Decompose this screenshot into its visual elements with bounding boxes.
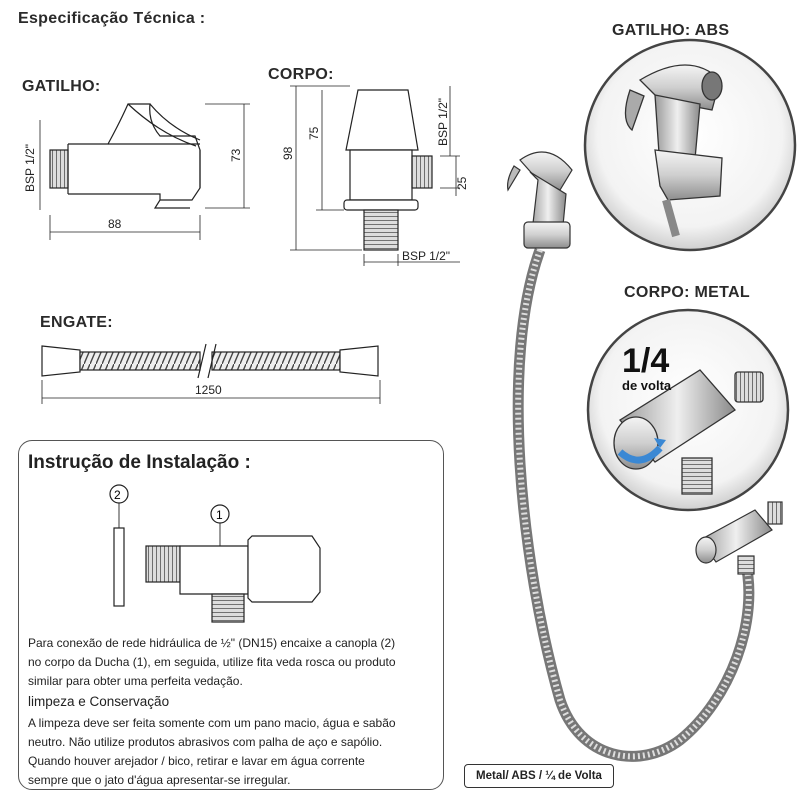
material-badge: Metal/ ABS / ¼ de Volta — [464, 764, 614, 788]
installation-text: Para conexão de rede hidráulica de ½" (D… — [28, 634, 396, 691]
part-1-marker — [210, 504, 230, 524]
installation-panel — [18, 440, 444, 790]
sprayer-trigger-small — [507, 151, 573, 249]
engate-drawing — [41, 343, 381, 404]
page-title: Especificação Técnica : — [18, 10, 206, 27]
part-1-number: 1 — [216, 508, 223, 522]
corpo-total-dim: 98 — [281, 146, 295, 160]
part-2-marker — [109, 484, 129, 504]
engate-length-dim: 1250 — [195, 383, 222, 397]
corpo-offset-dim: 25 — [455, 176, 469, 190]
corpo-material-label: CORPO: METAL — [624, 284, 750, 301]
engate-label: ENGATE: — [40, 314, 113, 331]
sprayer-trigger-zoom — [624, 64, 723, 238]
gatilho-drawing — [39, 103, 250, 240]
installation-line: Para conexão de rede hidráulica de ½" (D… — [28, 636, 396, 650]
gatilho-height-dim: 73 — [229, 148, 243, 162]
installation-diagram — [113, 503, 321, 623]
corpo-thread-side-dim: BSP 1/2" — [436, 98, 450, 146]
gatilho-length-dim: 88 — [108, 217, 122, 231]
corpo-drawing — [290, 85, 460, 266]
gatilho-label: GATILHO: — [22, 78, 101, 95]
corpo-height-dim: 75 — [307, 126, 321, 140]
installation-line: similar para obter uma perfeita vedação. — [28, 674, 243, 688]
installation-line: no corpo da Ducha (1), em seguida, utili… — [28, 655, 396, 669]
quarter-turn-subtitle: de volta — [622, 378, 672, 393]
corpo-label: CORPO: — [268, 66, 334, 83]
cleaning-line: Quando houver arejador / bico, retirar e… — [28, 754, 365, 768]
quarter-turn-fraction: 1/4 — [622, 342, 669, 380]
installation-title: Instrução de Instalação : — [28, 452, 251, 473]
cleaning-title: limpeza e Conservação — [28, 694, 170, 709]
cleaning-line: A limpeza deve ser feita somente com um … — [28, 716, 396, 730]
valve-body-small — [695, 501, 783, 575]
corpo-thread-bottom-dim: BSP 1/2" — [402, 249, 450, 263]
part-2-number: 2 — [114, 488, 121, 502]
gatilho-thread-dim: BSP 1/2" — [23, 144, 37, 192]
valve-body-zoom — [613, 369, 764, 495]
gatilho-material-label: GATILHO: ABS — [612, 22, 730, 39]
cleaning-line: neutro. Não utilize produtos abrasivos c… — [28, 735, 383, 749]
cleaning-text: A limpeza deve ser feita somente com um … — [28, 714, 396, 790]
cleaning-line: sempre que o jato d'água apresentar-se i… — [28, 773, 291, 787]
